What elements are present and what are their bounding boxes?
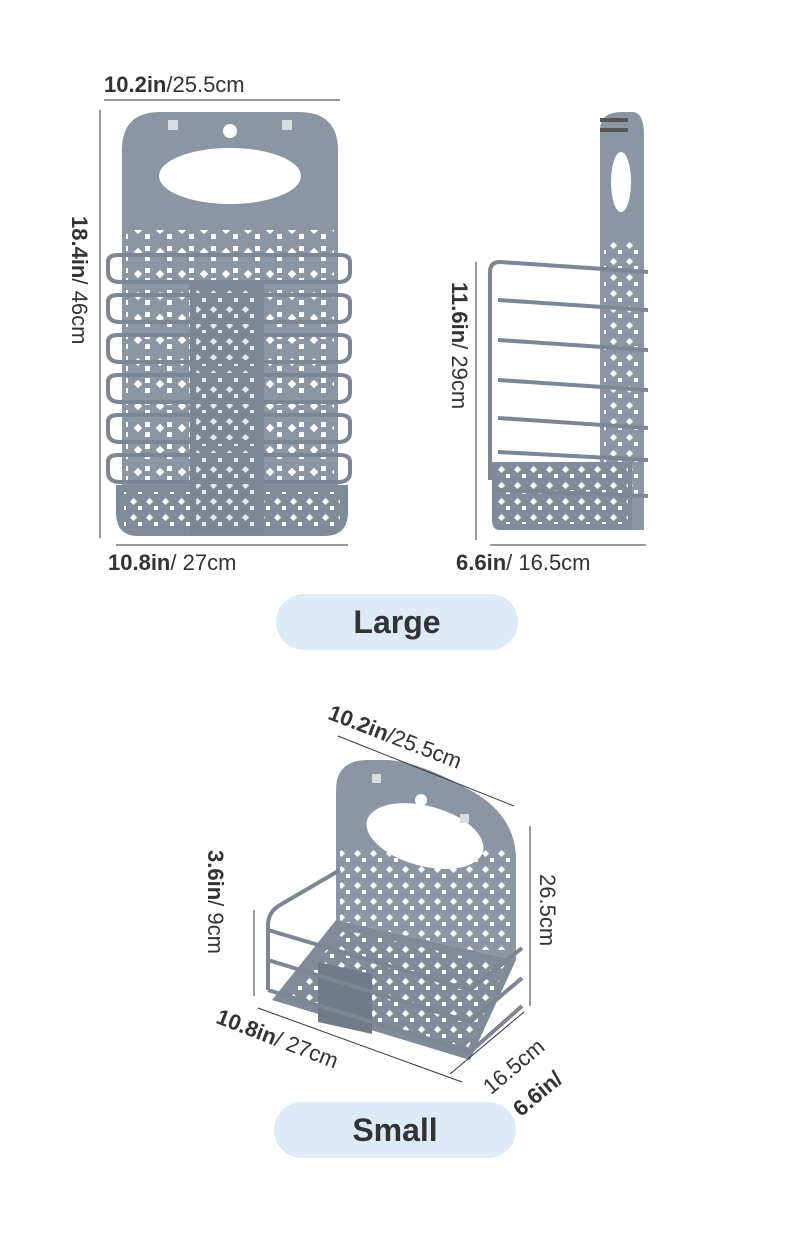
large-side-dimension-lines [475,262,646,546]
large-side-height: 11.6in/ 29cm [446,282,472,409]
large-front-top-width: 10.2in/25.5cm [104,72,245,98]
small-rail-height-cm: / 9cm [203,900,228,954]
small-size-label: Small [274,1102,516,1158]
large-front-height: 18.4in/ 46cm [66,216,92,344]
large-front-height-cm: / 46cm [67,278,92,345]
large-front-dimension-lines [99,99,348,546]
large-front-top-width-in: 10.2in [104,72,167,97]
small-rail-height-in: 3.6in [203,850,228,901]
large-front-bottom-width-in: 10.8in [108,550,171,575]
small-dimension-lines [253,735,531,1083]
large-side-depth-cm: / 16.5cm [506,550,591,575]
large-front-height-in: 18.4in [67,216,92,279]
large-side-height-in: 11.6in [447,282,472,344]
large-front-bottom-width-cm: / 27cm [170,550,237,575]
large-side-basket [488,112,649,530]
small-back-height-cm: 26.5cm [535,874,560,947]
large-front-basket [106,112,352,536]
large-size-label: Large [276,594,518,650]
large-front-top-width-cm: /25.5cm [166,72,245,97]
large-side-depth-in: 6.6in [456,550,507,575]
large-front-bottom-width: 10.8in/ 27cm [108,550,236,576]
small-rail-height: 3.6in/ 9cm [202,850,228,954]
large-side-height-cm: / 29cm [447,343,472,410]
small-back-height: 26.5cm [534,874,560,946]
large-side-depth: 6.6in/ 16.5cm [456,550,591,576]
small-basket [266,760,524,1060]
